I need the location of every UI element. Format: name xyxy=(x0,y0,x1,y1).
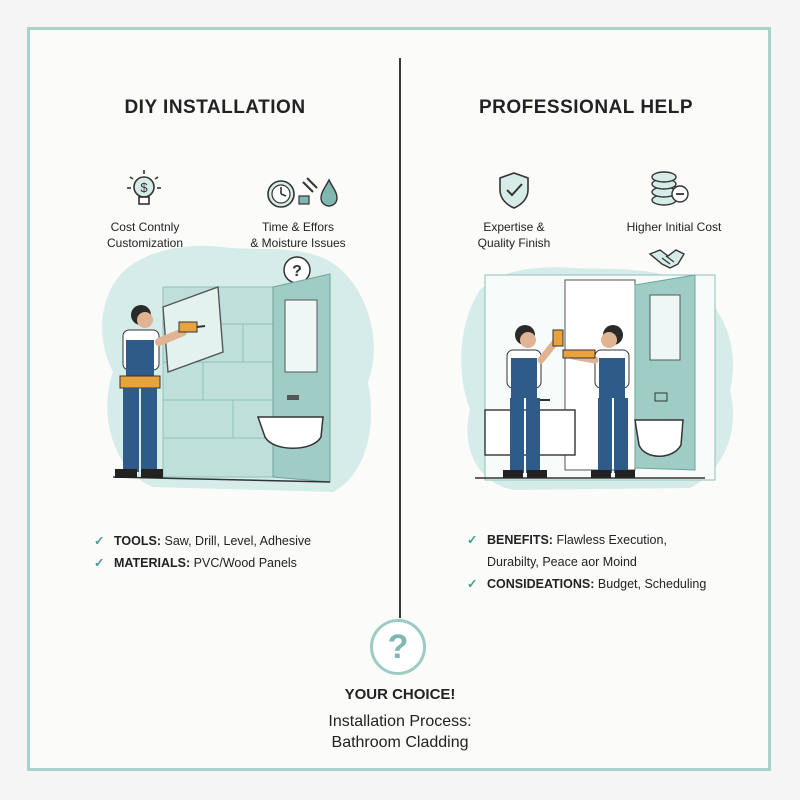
svg-text:$: $ xyxy=(140,180,148,195)
diy-label-time: Time & Effors & Moisture Issues xyxy=(250,220,346,250)
list-item: ✓ BENEFITS: Flawless Execution, xyxy=(467,529,706,551)
check-icon: ✓ xyxy=(467,577,478,591)
list-item: ✓ MATERIALS: PVC/Wood Panels xyxy=(94,552,311,574)
choice-subtitle: Installation Process: Bathroom Cladding xyxy=(328,713,472,751)
handshake-icon xyxy=(648,249,685,269)
choice-title: YOUR CHOICE! xyxy=(344,686,456,703)
pro-heading: PROFESSIONAL HELP xyxy=(478,97,693,118)
list-item: ✓ TOOLS: Saw, Drill, Level, Adhesive xyxy=(94,530,311,552)
list-item: ✓ CONSIDEATIONS: Budget, Scheduling xyxy=(467,573,706,595)
professional-installation-scene xyxy=(461,267,734,490)
pro-label-expertise: Expertise & Quality Finish xyxy=(477,220,551,250)
diy-heading: DIY INSTALLATION xyxy=(124,97,306,118)
diy-label-cost: Cost Contnly Customization xyxy=(106,220,184,250)
svg-text:?: ? xyxy=(292,263,302,280)
check-icon: ✓ xyxy=(94,556,105,570)
pro-checklist: ✓ BENEFITS: Flawless Execution, ✓ Durabi… xyxy=(467,529,706,595)
diy-installation-scene: ? xyxy=(102,245,374,492)
lightbulb-dollar-icon: $ xyxy=(127,170,161,205)
center-divider xyxy=(399,58,401,618)
check-icon: ✓ xyxy=(94,534,105,548)
list-item: ✓ Durabilty, Peace aor Moind xyxy=(487,555,637,569)
check-icon: ✓ xyxy=(467,533,478,547)
question-circle-icon: ? xyxy=(370,619,426,675)
coin-stack-icon xyxy=(651,171,689,206)
pro-label-cost: Higher Initial Cost xyxy=(626,220,722,234)
shield-check-icon xyxy=(499,172,529,209)
diy-checklist: ✓ TOOLS: Saw, Drill, Level, Adhesive ✓ M… xyxy=(94,530,311,574)
clock-tools-water-icon xyxy=(267,177,338,208)
